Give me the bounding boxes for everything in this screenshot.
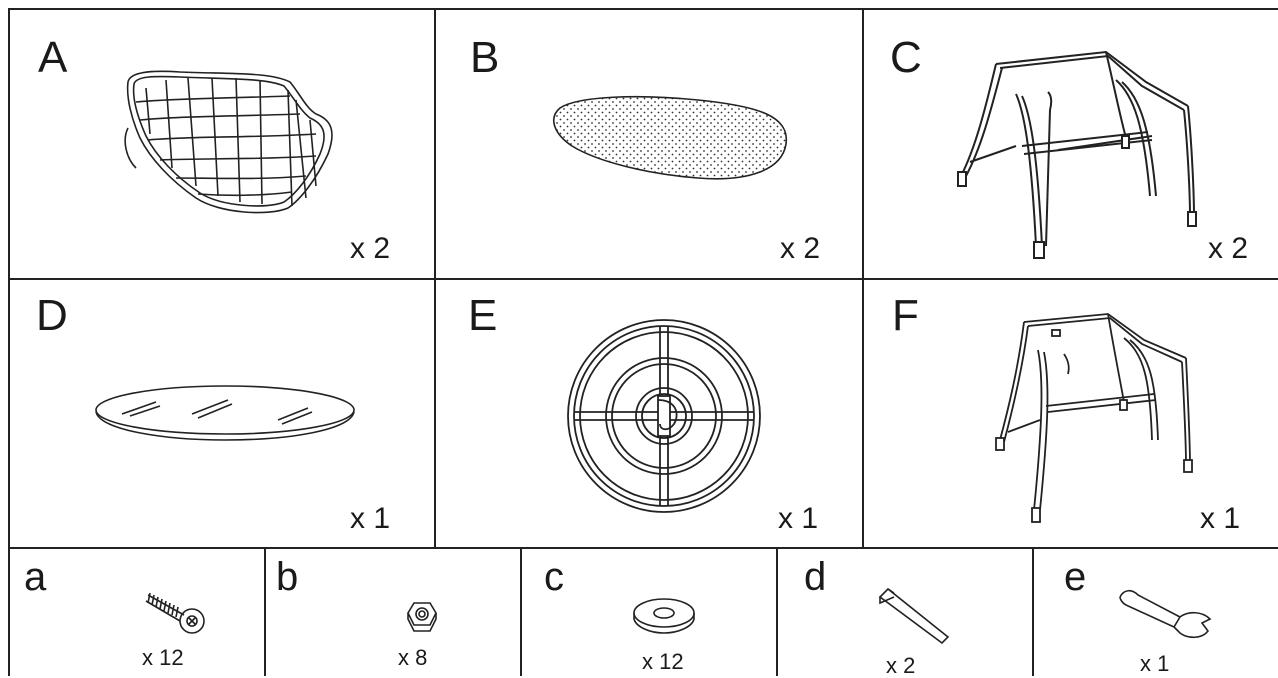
hardware-quantity: x 8 xyxy=(398,647,427,669)
hardware-cell-c: c x 12 xyxy=(522,549,776,676)
round-grid-icon xyxy=(564,316,764,516)
hardware-cell-d: d x 2 xyxy=(778,549,1032,676)
part-quantity: x 2 xyxy=(1208,234,1248,264)
bolt-icon xyxy=(144,587,206,635)
part-cell-a: A x 2 xyxy=(10,10,434,278)
chair-seat-icon xyxy=(120,68,350,218)
wrench-icon xyxy=(1118,587,1214,643)
nut-icon xyxy=(406,599,438,633)
glass-tabletop-icon xyxy=(94,384,356,442)
hardware-quantity: x 12 xyxy=(642,651,684,673)
part-letter: F xyxy=(892,294,919,338)
washer-icon xyxy=(632,597,696,635)
part-quantity: x 2 xyxy=(350,234,390,264)
part-quantity: x 2 xyxy=(780,234,820,264)
hardware-letter: b xyxy=(276,557,298,597)
hardware-quantity: x 1 xyxy=(1140,653,1169,675)
part-quantity: x 1 xyxy=(350,504,390,534)
part-letter: C xyxy=(890,36,922,80)
part-cell-b: B x 2 xyxy=(436,10,862,278)
hardware-letter: c xyxy=(544,557,564,597)
part-cell-e: E x 1 xyxy=(436,280,862,547)
hardware-cell-e: e x 1 xyxy=(1034,549,1278,676)
part-cell-c: C x 2 xyxy=(864,10,1278,278)
hardware-letter: e xyxy=(1064,557,1086,597)
part-letter: B xyxy=(470,36,499,80)
part-quantity: x 1 xyxy=(1200,504,1240,534)
part-letter: E xyxy=(468,294,497,338)
part-cell-f: F x 1 xyxy=(864,280,1278,547)
hardware-quantity: x 2 xyxy=(886,655,915,677)
part-cell-d: D x 1 xyxy=(10,280,434,547)
hardware-cell-b: b x 8 xyxy=(266,549,520,676)
seat-cushion-icon xyxy=(548,86,798,186)
part-quantity: x 1 xyxy=(778,504,818,534)
part-letter: D xyxy=(36,294,68,338)
hardware-letter: a xyxy=(24,557,46,597)
hardware-cell-a: a x 12 xyxy=(10,549,264,676)
allen-key-icon xyxy=(876,583,952,645)
table-frame-icon xyxy=(994,310,1194,526)
chair-frame-icon xyxy=(956,46,1196,256)
part-letter: A xyxy=(38,36,67,80)
hardware-quantity: x 12 xyxy=(142,647,184,669)
hardware-letter: d xyxy=(804,557,826,597)
